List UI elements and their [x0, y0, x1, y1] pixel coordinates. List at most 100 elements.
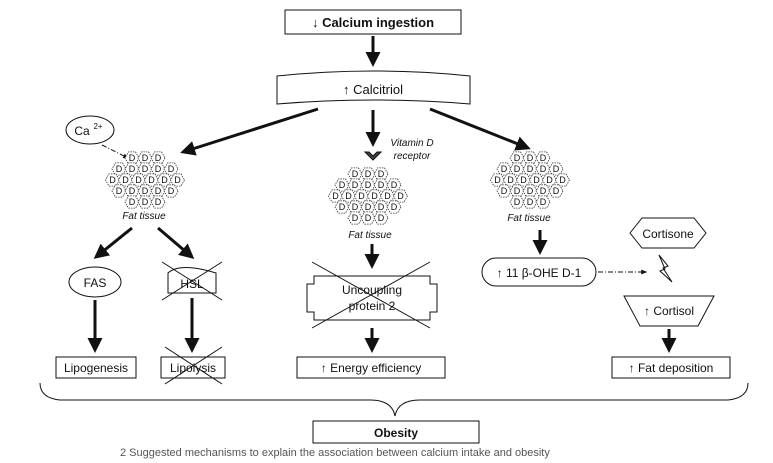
arrow-ca2-to-fat: [101, 144, 130, 159]
fat-cell-letter: D: [155, 153, 162, 163]
fat-tissue-label-left: Fat tissue: [122, 211, 166, 222]
fat-cell-letter: D: [514, 164, 521, 174]
lipogenesis-label: Lipogenesis: [64, 361, 128, 375]
converging-brace: [39, 382, 749, 417]
cortisone-node: Cortisone: [629, 217, 707, 249]
fat-cell-letter: D: [161, 175, 168, 185]
vitamin-d-receptor: Vitamin D receptor: [363, 138, 434, 162]
fat-tissue-label-right: Fat tissue: [507, 213, 551, 224]
hsl-label: HSL: [180, 277, 204, 291]
fat-cell: [509, 184, 525, 198]
fat-cell: [163, 162, 179, 176]
fat-cell: [144, 173, 159, 187]
fat-cell-letter: D: [378, 202, 385, 212]
fat-cell: [490, 173, 505, 187]
fat-cell: [509, 162, 525, 176]
fat-cell-letter: D: [345, 191, 352, 201]
fat-cell: [496, 184, 512, 198]
fat-cell-letter: D: [397, 191, 404, 201]
fat-cell: [535, 162, 551, 176]
obesity-label: Obesity: [374, 426, 418, 440]
arrow-fat-to-fas: [93, 226, 133, 259]
fat-cell-letter: D: [352, 202, 359, 212]
fat-cell: [137, 151, 153, 165]
fat-cell: [137, 184, 153, 198]
fat-cell: [548, 162, 564, 176]
fat-cell-letter: D: [129, 164, 136, 174]
fat-cell-letter: D: [358, 191, 365, 201]
fat-cell-letter: D: [378, 169, 385, 179]
fat-cell: [535, 184, 551, 198]
fat-cell-letter: D: [520, 175, 527, 185]
fat-cell: [393, 189, 408, 203]
uncoupling-label-line2: protein 2: [349, 299, 396, 313]
fat-cell: [124, 184, 140, 198]
fat-cell-letter: D: [507, 175, 514, 185]
fat-cell: [509, 195, 525, 209]
fat-cell: [118, 173, 133, 187]
fat-cell-letter: D: [365, 202, 372, 212]
fat-cell: [111, 184, 127, 198]
fat-cell: [150, 184, 166, 198]
fat-cell: [347, 167, 363, 181]
calcitriol-label: ↑ Calcitriol: [343, 82, 403, 97]
fat-cell-letter: D: [559, 175, 566, 185]
fat-cell: [137, 162, 153, 176]
fat-cell-letter: D: [540, 164, 547, 174]
fat-cell-letter: D: [527, 186, 534, 196]
fat-cell: [367, 189, 382, 203]
obesity-node: Obesity: [312, 420, 480, 444]
cortisol-node: ↑ Cortisol: [623, 295, 715, 327]
fat-cell: [131, 173, 146, 187]
fat-cell-letter: D: [391, 180, 398, 190]
fat-cell-letter: D: [339, 202, 346, 212]
fat-cell: [150, 162, 166, 176]
fat-cell: [360, 200, 376, 214]
fat-cell: [170, 173, 185, 187]
fat-cell-letter: D: [129, 153, 136, 163]
fat-cell-letter: D: [501, 164, 508, 174]
fat-cell-letter: D: [168, 164, 175, 174]
fat-cell-letter: D: [332, 191, 339, 201]
fat-cell: [373, 178, 389, 192]
fat-cell-letter: D: [371, 191, 378, 201]
fat-cell: [522, 195, 538, 209]
fat-cell: [150, 151, 166, 165]
cortisone-label: Cortisone: [642, 227, 694, 241]
ca2-node: Ca 2+: [65, 115, 115, 145]
fat-cell-letter: D: [135, 175, 142, 185]
fat-cell-letter: D: [540, 186, 547, 196]
fat-cell: [347, 200, 363, 214]
fat-cell: [503, 173, 518, 187]
fat-cell-letter: D: [546, 175, 553, 185]
fat-cell-letter: D: [129, 197, 136, 207]
fat-cell-letter: D: [494, 175, 501, 185]
fat-cell: [157, 173, 172, 187]
fat-cell: [522, 162, 538, 176]
fat-cell: [522, 151, 538, 165]
fat-cell-letter: D: [365, 213, 372, 223]
fat-cell: [360, 178, 376, 192]
fat-cell-letter: D: [365, 180, 372, 190]
ohe-label: ↑ 11 β-OHE D-1: [497, 266, 582, 280]
fat-cell-letter: D: [527, 153, 534, 163]
fat-cell: [386, 200, 402, 214]
receptor-icon: [363, 151, 383, 161]
fat-tissue-label-center: Fat tissue: [348, 230, 392, 241]
fat-cell-letter: D: [378, 180, 385, 190]
fat-cell-letter: D: [352, 180, 359, 190]
fat-cell: [124, 151, 140, 165]
arrow-calcitriol-to-left-fat: [180, 107, 319, 156]
ca2-label: Ca: [74, 124, 90, 138]
hsl-node: HSL: [161, 261, 223, 301]
figure-caption: 2 Suggested mechanisms to explain the as…: [120, 447, 550, 459]
fat-cell-letter: D: [378, 213, 385, 223]
fat-cell: [347, 211, 363, 225]
fat-cell: [360, 211, 376, 225]
fat-cell-letter: D: [339, 180, 346, 190]
fat-cell: [347, 178, 363, 192]
fat-cell-letter: D: [514, 197, 521, 207]
